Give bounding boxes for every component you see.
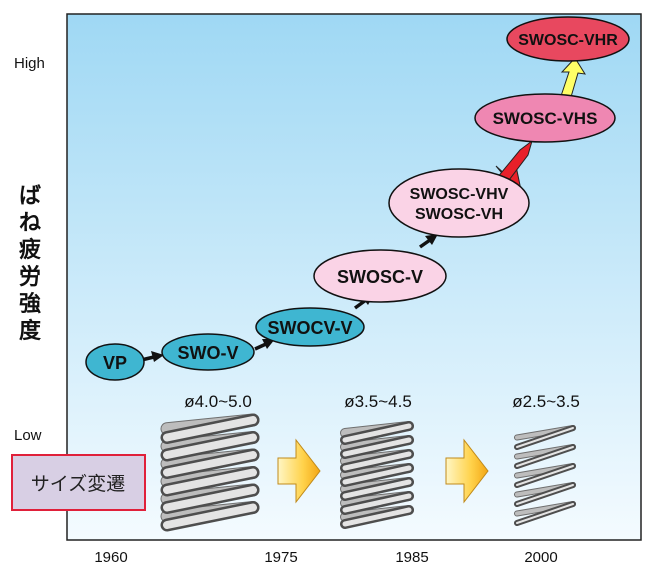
y-axis-title-char: 疲 bbox=[19, 237, 41, 262]
y-axis-title-char: 労 bbox=[19, 264, 41, 289]
y-axis-title-char: 度 bbox=[19, 318, 42, 343]
material-label: SWOSC-VHV bbox=[410, 186, 509, 203]
material-label: SWOSC-VH bbox=[415, 206, 503, 223]
material-ellipse bbox=[161, 333, 255, 371]
spring-wire-front bbox=[163, 503, 257, 529]
spring-coil-small bbox=[514, 425, 576, 526]
spring-wire-front bbox=[163, 468, 257, 494]
diameter-label: ø2.5~3.5 bbox=[512, 392, 580, 411]
y-axis-title: ば ね 疲 労 強 度 bbox=[19, 183, 42, 343]
spring-wire-front bbox=[516, 484, 574, 505]
spring-wire-front bbox=[516, 446, 574, 467]
spring-coil-medium bbox=[340, 421, 414, 529]
material-swosc-v: SWOSC-V bbox=[313, 249, 447, 303]
spring-wire-front bbox=[342, 465, 412, 485]
material-ellipse bbox=[474, 93, 616, 143]
size-transition-frame bbox=[11, 454, 146, 511]
material-ellipse bbox=[388, 168, 530, 238]
x-axis-year-label: 1960 bbox=[94, 549, 127, 566]
x-axis-year-label: 1975 bbox=[264, 549, 297, 566]
spring-wire-front bbox=[163, 486, 257, 512]
spring-wire-front bbox=[342, 423, 412, 443]
material-ellipse bbox=[255, 307, 365, 347]
y-axis-title-char: ね bbox=[19, 210, 41, 235]
material-swosc-vhs: SWOSC-VHS bbox=[474, 93, 616, 143]
spring-wire-front bbox=[342, 507, 412, 527]
material-swosc-vhr: SWOSC-VHR bbox=[506, 16, 630, 62]
material-label: SWOCV-V bbox=[267, 318, 352, 338]
spring-wire-front bbox=[342, 451, 412, 471]
size-transition-box: サイズ変遷 bbox=[11, 454, 146, 511]
spring-wire-front bbox=[163, 451, 257, 477]
x-axis-year-label: 1985 bbox=[395, 549, 428, 566]
spring-wire-front bbox=[516, 465, 574, 486]
spring-wire-front bbox=[163, 433, 257, 459]
spring-wire-front bbox=[342, 493, 412, 513]
spring-coil-large bbox=[160, 413, 260, 532]
yellow-arrow bbox=[560, 57, 586, 98]
spring-wire-front bbox=[516, 427, 574, 448]
material-label: SWOSC-VHR bbox=[518, 32, 618, 49]
material-label: SWOSC-V bbox=[337, 267, 423, 287]
material-ellipse bbox=[85, 343, 145, 381]
x-axis-year-label: 2000 bbox=[524, 549, 557, 566]
transition-chevron-arrow bbox=[277, 438, 321, 504]
material-ellipse bbox=[506, 16, 630, 62]
transition-chevron-arrow bbox=[445, 438, 489, 504]
y-axis-low-label: Low bbox=[14, 427, 42, 444]
material-vp: VP bbox=[85, 343, 145, 381]
y-axis-title-char: ば bbox=[19, 183, 41, 208]
black-arrow bbox=[418, 234, 438, 249]
y-axis-high-label: High bbox=[14, 55, 45, 72]
material-label: VP bbox=[103, 353, 127, 373]
y-axis-title-char: 強 bbox=[19, 291, 41, 316]
material-swo-v: SWO-V bbox=[161, 333, 255, 371]
diameter-label: ø4.0~5.0 bbox=[184, 392, 252, 411]
spring-wire-front bbox=[516, 503, 574, 524]
material-swosc-vhv-vh: SWOSC-VHV SWOSC-VH bbox=[388, 168, 530, 238]
spring-wire-front bbox=[163, 416, 257, 442]
spring-wire-front bbox=[342, 479, 412, 499]
material-label: SWO-V bbox=[178, 343, 239, 363]
black-arrow bbox=[254, 339, 275, 351]
material-label: SWOSC-VHS bbox=[493, 109, 598, 128]
material-swocv-v: SWOCV-V bbox=[255, 307, 365, 347]
diameter-label: ø3.5~4.5 bbox=[344, 392, 412, 411]
size-transition-label: サイズ変遷 bbox=[31, 473, 125, 495]
spring-wire-front bbox=[342, 437, 412, 457]
material-ellipse bbox=[313, 249, 447, 303]
